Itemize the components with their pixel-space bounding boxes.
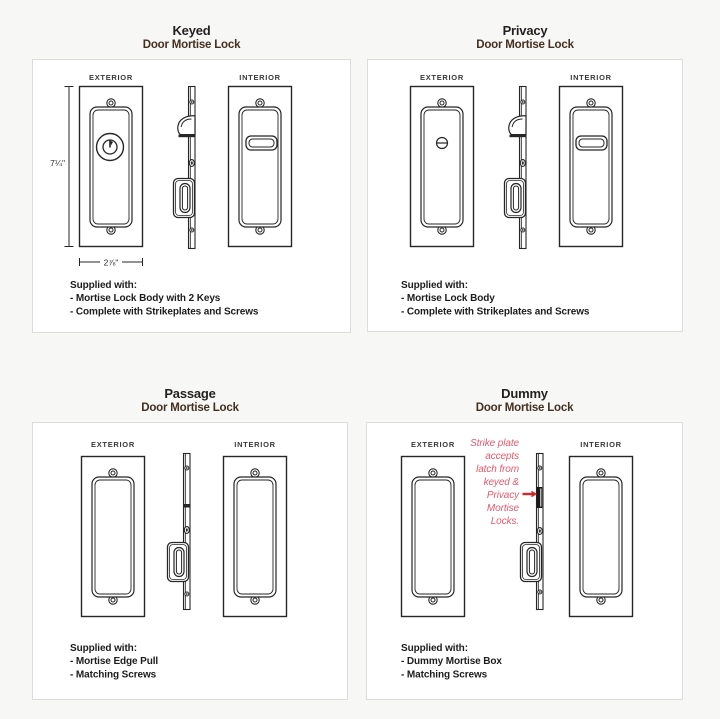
section-title: Dummy [501,386,548,401]
supplied-item: - Matching Screws [70,670,157,681]
supplied-with-block: Supplied with: - Mortise Edge Pull - Mat… [70,643,159,681]
privacy-section: Privacy Door Mortise Lock EXTERIOR INTER… [367,23,683,332]
diagram-box: EXTERIOR INTERIOR Strike plate accepts l… [366,422,683,700]
annotation-line: Mortise [487,503,520,514]
interior-label: INTERIOR [239,73,280,82]
dummy-diagram: EXTERIOR INTERIOR Strike plate accepts l… [366,438,683,681]
section-subtitle: Door Mortise Lock [142,39,241,51]
height-dimension: 7¼" [50,86,74,247]
emergency-release [435,136,449,150]
supplied-item: - Mortise Lock Body [401,293,495,304]
supplied-with-block: Supplied with: - Dummy Mortise Box - Mat… [401,643,503,681]
height-dimension-label: 7¼" [50,158,65,168]
section-title: Keyed [172,23,211,38]
passage-section: Passage Door Mortise Lock EXTERIOR INTER… [32,386,348,700]
exterior-plate-drawing [82,457,145,617]
supplied-item: - Dummy Mortise Box [401,656,502,667]
thumbturn [245,135,278,151]
edge-pull [503,177,527,219]
dummy-section: Dummy Door Mortise Lock EXTERIOR INTERIO… [366,386,683,700]
privacy-diagram: EXTERIOR INTERIOR Supplied with: - [401,73,683,318]
keyed-section: Keyed Door Mortise Lock EXTERIOR INTERIO… [32,23,351,333]
exterior-plate-drawing [402,457,465,617]
passage-diagram: EXTERIOR INTERIOR Supplied with: - Morti… [70,440,348,681]
mortise-edge-view [503,85,527,250]
faceplate-seam [183,504,190,508]
interior-label: INTERIOR [570,73,611,82]
annotation-line: latch from [476,464,519,475]
strike-plate [536,487,543,508]
keyed-diagram: EXTERIOR INTERIOR 7¼" 2⅞" [50,73,351,318]
interior-plate-drawing [560,87,623,247]
mortise-edge-view [519,452,544,611]
width-dimension-label: 2⅞" [104,258,119,268]
supplied-item: - Complete with Strikeplates and Screws [70,307,259,318]
interior-label: INTERIOR [234,440,275,449]
exterior-label: EXTERIOR [411,440,455,449]
annotation-line: Locks. [491,516,519,527]
annotation-line: keyed & [484,477,520,488]
interior-plate-drawing [224,457,287,617]
annotation-line: accepts [485,451,519,462]
supplied-item: - Matching Screws [401,670,488,681]
red-arrow-icon [521,489,539,499]
strike-plate-annotation: Strike plate accepts latch from keyed & … [470,438,520,527]
exterior-label: EXTERIOR [89,73,133,82]
supplied-item: - Mortise Edge Pull [70,656,158,667]
exterior-plate-drawing [411,87,474,247]
edge-pull [172,177,196,219]
thumbturn [575,135,608,151]
mortise-edge-view [172,85,196,250]
mortise-edge-view [166,452,191,611]
section-subtitle: Door Mortise Lock [141,402,239,414]
supplied-heading: Supplied with: [70,643,137,654]
exterior-label: EXTERIOR [91,440,135,449]
supplied-with-block: Supplied with: - Mortise Lock Body with … [70,280,259,318]
interior-plate-drawing [229,87,292,247]
supplied-item: - Complete with Strikeplates and Screws [401,307,590,318]
width-dimension: 2⅞" [79,258,143,268]
interior-label: INTERIOR [580,440,621,449]
exterior-label: EXTERIOR [420,73,464,82]
section-title: Privacy [502,23,548,38]
edge-pull [166,541,190,583]
supplied-heading: Supplied with: [401,280,468,291]
annotation-line: Strike plate [470,438,519,449]
diagram-box: EXTERIOR INTERIOR Supplied with: - [367,59,683,332]
supplied-with-block: Supplied with: - Mortise Lock Body - Com… [401,280,590,318]
diagram-box: EXTERIOR INTERIOR 7¼" 2⅞" [32,59,351,333]
section-subtitle: Door Mortise Lock [475,402,574,414]
hook-latch [177,115,196,138]
annotation-line: Privacy [487,490,520,501]
section-title: Passage [164,386,216,401]
edge-pull [519,541,543,583]
supplied-item: - Mortise Lock Body with 2 Keys [70,293,221,304]
exterior-plate-drawing [80,87,143,247]
supplied-heading: Supplied with: [70,280,137,291]
interior-plate-drawing [570,457,633,617]
diagram-box: EXTERIOR INTERIOR Supplied with: - Morti… [32,422,348,700]
supplied-heading: Supplied with: [401,643,468,654]
keyed-cylinder [95,132,125,162]
section-subtitle: Door Mortise Lock [476,39,574,51]
hook-latch [508,115,527,138]
